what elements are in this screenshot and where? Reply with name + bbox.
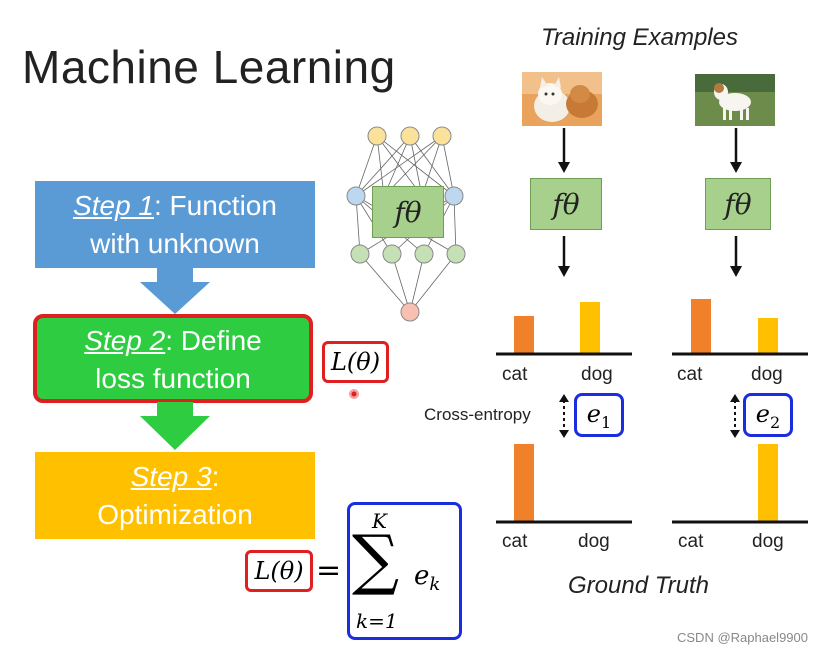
f-theta-box-dog-label: fθ xyxy=(724,187,752,221)
gt-cat-label-dog: dog xyxy=(578,531,610,552)
sum-term-var: e xyxy=(414,561,430,591)
arrow-f-to-output-dog xyxy=(730,236,742,277)
prediction-chart-cat xyxy=(496,302,632,356)
gt-dog-label-dog: dog xyxy=(752,531,784,552)
step2-line2: loss function xyxy=(95,363,251,394)
pred-cat-bar-dog xyxy=(580,302,600,354)
pred-cat-label-dog: dog xyxy=(581,364,613,385)
pred-dog-bar-dog xyxy=(758,318,778,354)
down-arrow-1 xyxy=(140,268,210,314)
ground-truth-chart-dog xyxy=(672,444,808,524)
error-box-2: e2 xyxy=(743,393,793,437)
prediction-chart-dog xyxy=(672,299,808,356)
step3-name: Step 3 xyxy=(130,461,212,492)
error-2-sub: 2 xyxy=(770,412,781,432)
watermark: CSDN @Raphael9900 xyxy=(677,630,808,645)
step3-line2: Optimization xyxy=(97,499,253,530)
pred-dog-bar-cat xyxy=(691,299,711,354)
summation-box: K ∑ k=1 ek xyxy=(347,502,462,640)
f-theta-box-cat-label: fθ xyxy=(552,187,580,221)
step1-rest: : Function xyxy=(154,190,277,221)
double-arrow-1 xyxy=(559,394,569,438)
error-1: e1 xyxy=(577,396,621,441)
arrow-cat-to-f xyxy=(558,128,570,173)
sum-term: ek xyxy=(414,561,440,595)
sum-lower-limit: k=1 xyxy=(356,609,398,633)
loss-symbol: L(θ) xyxy=(330,348,381,376)
step3-box: Step 3: Optimization xyxy=(35,452,315,539)
double-arrow-2 xyxy=(730,394,740,438)
error-1-var: e xyxy=(586,400,601,428)
equation-lhs: L(θ) xyxy=(254,557,304,585)
gt-dog-bar-dog xyxy=(758,444,778,522)
pred-cat-bar-cat xyxy=(514,316,534,354)
step1-line2: with unknown xyxy=(90,228,260,259)
step2-rest: : Define xyxy=(165,325,262,356)
f-theta-box-dog: fθ xyxy=(705,178,771,230)
training-examples-label: Training Examples xyxy=(541,24,738,51)
down-arrow-2 xyxy=(140,402,210,450)
equation-equals: = xyxy=(316,553,342,588)
sum-upper-limit: K xyxy=(372,509,387,533)
error-2-var: e xyxy=(755,400,770,428)
step1-name: Step 1 xyxy=(73,190,154,221)
step3-rest: : xyxy=(211,461,220,492)
arrow-f-to-output-cat xyxy=(558,236,570,277)
loss-symbol-box: L(θ) xyxy=(322,341,389,383)
network-f-theta: fθ xyxy=(372,186,444,238)
equation-lhs-box: L(θ) xyxy=(245,550,313,592)
ground-truth-label: Ground Truth xyxy=(568,572,709,599)
dog-photo xyxy=(695,74,775,126)
error-2: e2 xyxy=(746,396,790,441)
gt-dog-label-cat: cat xyxy=(678,531,704,552)
pred-dog-label-dog: dog xyxy=(751,364,783,385)
cat-photo xyxy=(522,72,602,126)
step2-box: Step 2: Define loss function xyxy=(33,314,313,403)
error-1-sub: 1 xyxy=(601,412,612,432)
network-f-theta-label: fθ xyxy=(394,195,422,229)
cross-entropy-label: Cross-entropy xyxy=(424,405,531,424)
slide-title: Machine Learning xyxy=(22,41,396,93)
sum-term-sub: k xyxy=(429,574,441,596)
error-box-1: e1 xyxy=(574,393,624,437)
step1-box: Step 1: Function with unknown xyxy=(35,181,315,268)
sum-sigma: ∑ xyxy=(352,521,400,598)
gt-cat-bar-cat xyxy=(514,444,534,522)
gt-cat-label-cat: cat xyxy=(502,531,528,552)
f-theta-box-cat: fθ xyxy=(530,178,602,230)
pred-cat-label-cat: cat xyxy=(502,364,528,385)
step2-name: Step 2 xyxy=(84,325,166,356)
pred-dog-label-cat: cat xyxy=(677,364,703,385)
arrow-dog-to-f xyxy=(730,128,742,173)
pointer-dot xyxy=(349,389,359,399)
ground-truth-chart-cat xyxy=(496,444,632,524)
